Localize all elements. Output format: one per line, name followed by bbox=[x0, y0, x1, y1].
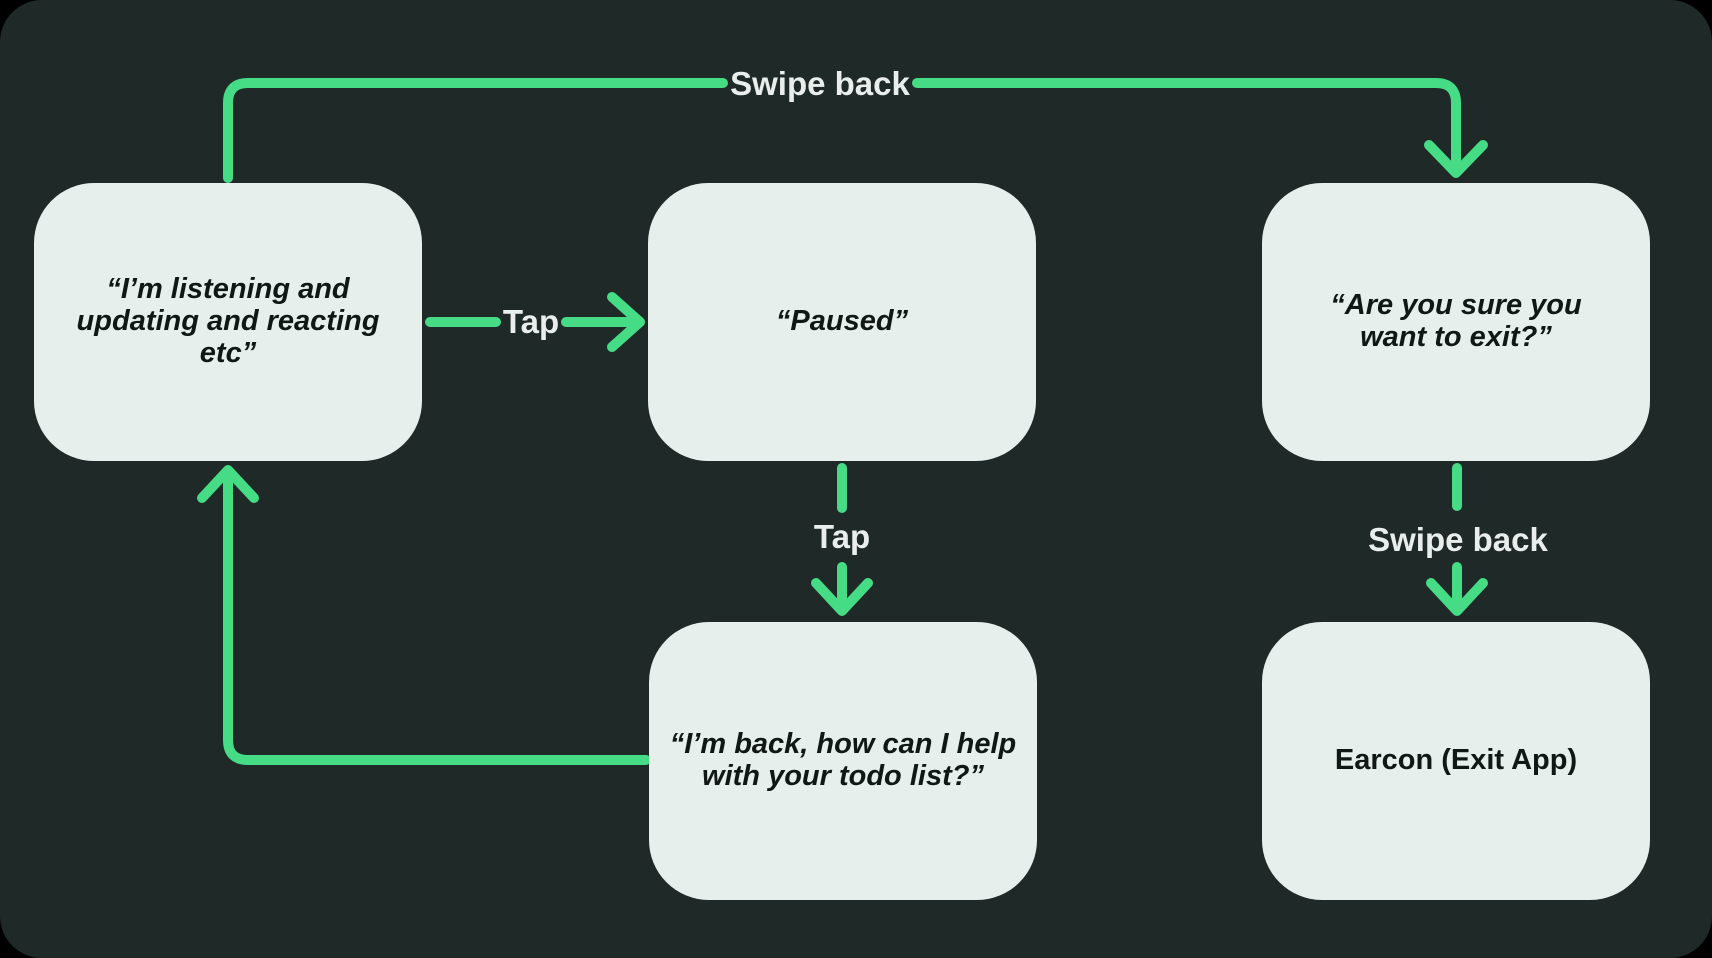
arrowhead-down-icon bbox=[1426, 578, 1488, 616]
node-paused: “Paused” bbox=[648, 183, 1036, 461]
edge-label-tap-resume: Tap bbox=[813, 518, 871, 555]
node-earcon: Earcon (Exit App) bbox=[1262, 622, 1650, 900]
arrowhead-right-icon bbox=[607, 292, 645, 352]
node-exit-confirm: “Are you sure you want to exit?” bbox=[1262, 183, 1650, 461]
edge-swipe-back-top bbox=[223, 78, 1488, 183]
node-exit-confirm-text: “Are you sure you want to exit?” bbox=[1330, 289, 1582, 353]
arrowhead-down-icon bbox=[811, 578, 873, 616]
node-back-text: “I’m back, how can I help with your todo… bbox=[669, 728, 1017, 792]
node-listening: “I’m listening and updating and reacting… bbox=[34, 183, 422, 461]
node-paused-text: “Paused” bbox=[775, 305, 909, 338]
edge-resume-loop bbox=[197, 465, 651, 765]
arrowhead-down-icon bbox=[1424, 140, 1488, 178]
node-listening-text: “I’m listening and updating and reacting… bbox=[76, 273, 380, 369]
edge-tap-pause bbox=[425, 292, 645, 352]
edge-label-swipe-back-exit: Swipe back bbox=[1368, 521, 1548, 558]
edge-swipe-back-exit bbox=[1426, 463, 1488, 616]
node-back: “I’m back, how can I help with your todo… bbox=[649, 622, 1037, 900]
edge-tap-resume bbox=[811, 463, 873, 616]
edge-label-swipe-back-top: Swipe back bbox=[730, 65, 910, 102]
edge-label-tap-pause: Tap bbox=[502, 303, 560, 340]
node-earcon-text: Earcon (Exit App) bbox=[1334, 744, 1578, 777]
arrowhead-up-icon bbox=[197, 465, 259, 503]
